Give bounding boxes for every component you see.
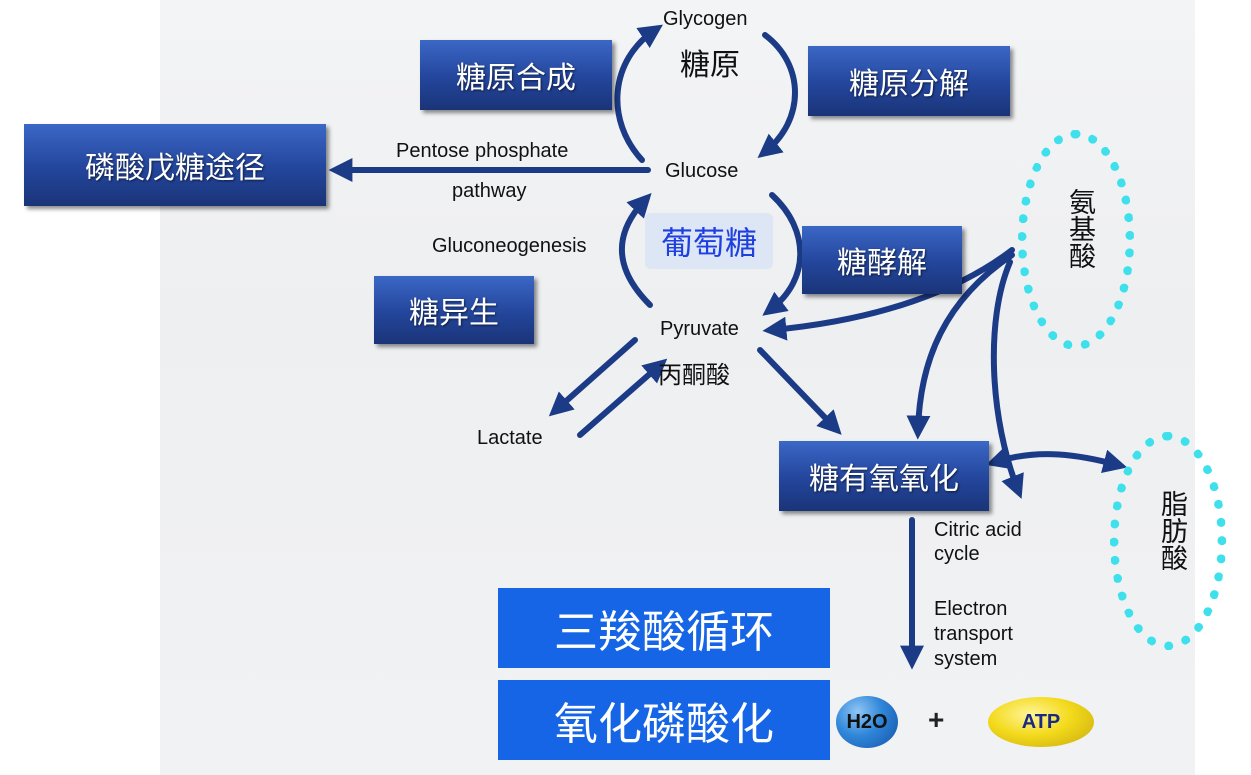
oxidative-phosphorylation-box: 氧化磷酸化 <box>498 680 830 760</box>
citric-acid-cycle-label: Citric acid cycle <box>934 519 1022 565</box>
fatty-acid-oval <box>1110 432 1226 650</box>
arrow-amino-to-oxidation <box>906 252 1015 440</box>
arrow-glycogenesis <box>614 24 663 163</box>
arrow-glycolysis <box>762 192 804 316</box>
amino-acid-label: 氨基酸 <box>1064 188 1095 269</box>
arrow-amino-to-pyruvate <box>762 247 1015 341</box>
lactate-label: Lactate <box>477 427 543 449</box>
glycogenolysis-box: 糖原分解 <box>808 46 1010 116</box>
amino-acid-oval <box>1018 130 1134 350</box>
pyruvate-label: Pyruvate <box>660 318 739 340</box>
pentose-phosphate-label-line2: pathway <box>452 180 527 202</box>
atp-molecule: ATP <box>988 697 1094 747</box>
glycogenesis-box: 糖原合成 <box>420 40 612 110</box>
glucose-cn-label: 葡萄糖 <box>645 213 773 269</box>
fatty-acid-label: 脂肪酸 <box>1156 490 1187 571</box>
arrow-pyruvate-to-lactate <box>548 337 638 417</box>
pentose-phosphate-box: 磷酸戊糖途径 <box>24 124 326 206</box>
glycolysis-box: 糖酵解 <box>802 226 962 294</box>
electron-transport-label: Electron transport system <box>934 598 1013 670</box>
arrow-lactate-to-pyruvate <box>577 358 668 438</box>
gluconeogenesis-box: 糖异生 <box>374 276 534 344</box>
arrow-fatty-acid-exchange <box>985 446 1128 473</box>
h2o-molecule: H2O <box>836 696 898 748</box>
glucose-label: Glucose <box>665 160 739 182</box>
pyruvate-cn-label: 丙酮酸 <box>658 361 730 389</box>
aerobic-oxidation-box: 糖有氧氧化 <box>779 441 989 511</box>
arrow-gluconeogenesis <box>619 193 653 308</box>
arrow-pyruvate-to-tca <box>757 347 842 435</box>
gluconeogenesis-label: Gluconeogenesis <box>432 235 587 257</box>
arrow-glycogenolysis <box>757 32 798 159</box>
tca-cycle-box: 三羧酸循环 <box>498 588 830 668</box>
glycogen-cn-label: 糖原 <box>680 48 740 83</box>
glycogen-label: Glycogen <box>663 8 748 30</box>
plus-sign: + <box>928 704 945 735</box>
pentose-phosphate-label-line1: Pentose phosphate <box>396 140 569 162</box>
